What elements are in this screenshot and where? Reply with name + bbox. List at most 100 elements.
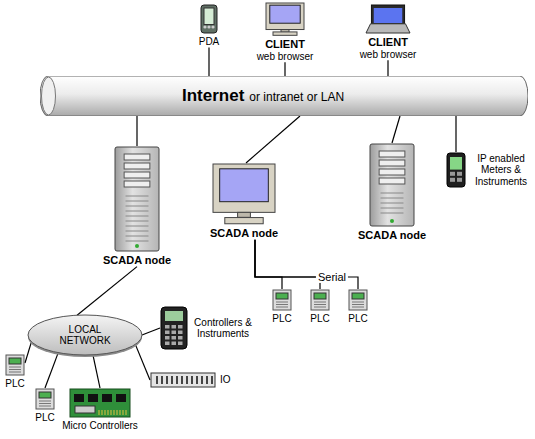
text-group: CLIENTweb browser [257,38,314,62]
monitor-screen [220,169,269,202]
pin [119,410,120,415]
text-group: SCADA node [358,229,426,242]
meter-body [447,153,465,187]
plc-display [39,392,51,398]
pda-icon [200,4,218,34]
keypad-key [178,325,183,329]
network-link [136,116,137,146]
keypad-key [165,331,170,335]
io-slot [186,376,188,384]
pin [113,410,114,415]
plc-case [349,290,367,310]
monitor-icon [265,2,305,36]
network-link [77,267,137,316]
plc-slot [314,302,326,303]
board-icon [69,388,131,418]
plc-slot [276,304,288,305]
client-workstation: CLIENTweb browser [257,2,314,62]
keypad-key [172,336,177,340]
io-slot [211,376,213,384]
plc-slot [39,406,51,407]
plc-display [352,293,364,299]
network-band-end [42,77,56,115]
io-slot [176,376,178,384]
drive-bay [379,160,405,166]
plc-icon [5,354,25,376]
monitor-base [225,218,263,224]
plc-display [9,358,21,364]
node-label: Internet [182,86,244,106]
node-label: PDA [199,36,220,48]
node-label: CLIENT [265,38,305,51]
plc-case [273,290,291,310]
drive-bay [124,181,150,187]
node-label: LOCAL NETWORK [49,324,121,347]
plc-icon [348,289,368,311]
plc-unit: PLC [272,289,292,325]
node-label: web browser [257,51,314,63]
text-group: PLC [35,412,54,424]
plc-icon [35,388,55,410]
pin [122,410,123,415]
text-group: IO [220,374,231,386]
io-slot [161,376,163,384]
pcb [70,389,130,417]
monitor-base [273,32,297,35]
node-label: CLIENT [368,36,408,49]
meter-screen [450,157,462,170]
vent-slot [125,241,148,242]
network-ellipse [28,315,142,355]
text-group: PLC [5,378,24,390]
network-link [208,48,209,77]
plc-slot [276,302,288,303]
keypad-key [178,342,183,346]
pda-client: PDA [199,4,220,48]
pda-button [211,25,214,28]
io-slot [206,376,208,384]
scada-server: SCADA node [358,143,426,242]
network-link [255,240,282,289]
chip [88,394,98,402]
monitor-neck [238,212,251,217]
network-link [45,353,58,388]
network-link [255,240,320,289]
plc-slot [314,304,326,305]
plc-display [314,293,326,299]
controller-icon [160,306,188,350]
io-slot [166,376,168,384]
node-label: SCADA node [210,227,278,240]
node-label: PLC [348,313,367,325]
keypad-key [165,342,170,346]
text-group: IP enabled Meters & Instruments [470,153,532,188]
monitor-case [213,164,275,212]
text-group: SCADA node [103,254,171,267]
node-label: Micro Controllers [62,420,138,432]
node-label: PLC [35,412,54,424]
laptop-keyboard [366,24,410,33]
vent-slot [380,213,403,214]
vent-slot [380,198,403,199]
ip-meter: IP enabled Meters & Instruments [446,152,532,188]
server-icon [114,146,160,252]
text-group: SCADA node [210,227,278,240]
meter-key [457,172,462,176]
vent-slot [380,208,403,209]
meter-key [450,178,455,182]
pda-button [207,25,210,28]
pin [98,410,99,415]
node-label: PLC [272,313,291,325]
plc-slot [9,367,21,368]
edge-label: Serial [316,271,348,283]
server-icon [369,143,415,227]
node-label: or intranet or LAN [249,91,344,105]
plc-display [276,293,288,299]
text-group: Controllers & Instruments [192,317,254,340]
chip [116,394,126,402]
power-led [390,219,394,223]
keypad-key [172,342,177,346]
network-link [255,240,358,289]
plc-unit: PLC [35,388,55,424]
pda-button [203,25,206,28]
controller-body [161,307,187,349]
